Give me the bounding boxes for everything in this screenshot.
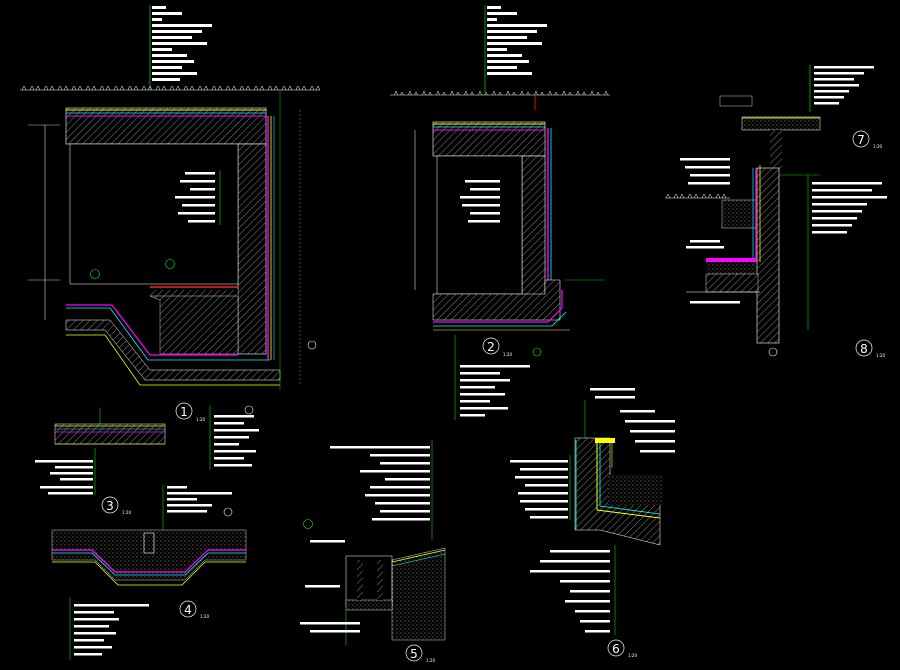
detail-4-number-bubble (179, 600, 197, 618)
detail-5-section: 5 1:20 (300, 440, 446, 663)
detail-3-scale: 1:20 (122, 510, 131, 515)
detail-2-number-bubble (482, 337, 500, 355)
detail-3-number-bubble (101, 496, 119, 514)
detail-6-section: 6 1:20 (510, 388, 675, 658)
detail-6-scale: 1:20 (628, 653, 637, 658)
detail-4-number: 4 (184, 603, 192, 617)
detail-1-number: 1 (180, 405, 188, 419)
detail-2-number: 2 (487, 340, 495, 354)
detail-5-number-bubble (405, 644, 423, 662)
detail-5-scale: 1:20 (426, 658, 435, 663)
detail-1-number-bubble (175, 402, 193, 420)
detail-8-section: 8 1:20 (665, 158, 887, 358)
detail-4-section: 4 1:20 (51, 485, 247, 660)
detail-3-section: 3 1:20 (35, 408, 166, 515)
detail-2-section: 2 1:20 (390, 5, 610, 420)
detail-6-number-bubble (607, 639, 625, 657)
detail-5-number: 5 (410, 647, 418, 661)
detail-4-scale: 1:20 (200, 614, 209, 619)
detail-7-scale: 1:20 (873, 144, 882, 149)
detail-8-scale: 1:20 (876, 353, 885, 358)
detail-1-section: 1 1:20 (20, 5, 320, 470)
detail-7-number-bubble (852, 130, 870, 148)
detail-3-number: 3 (106, 499, 114, 513)
detail-6-number: 6 (612, 642, 620, 656)
detail-8-number-bubble (855, 339, 873, 357)
detail-7-section: 7 1:20 (719, 65, 882, 170)
detail-7-number: 7 (857, 133, 865, 147)
detail-8-number: 8 (860, 342, 868, 356)
detail-1-scale: 1:20 (196, 417, 205, 422)
detail-2-scale: 1:20 (503, 352, 512, 357)
